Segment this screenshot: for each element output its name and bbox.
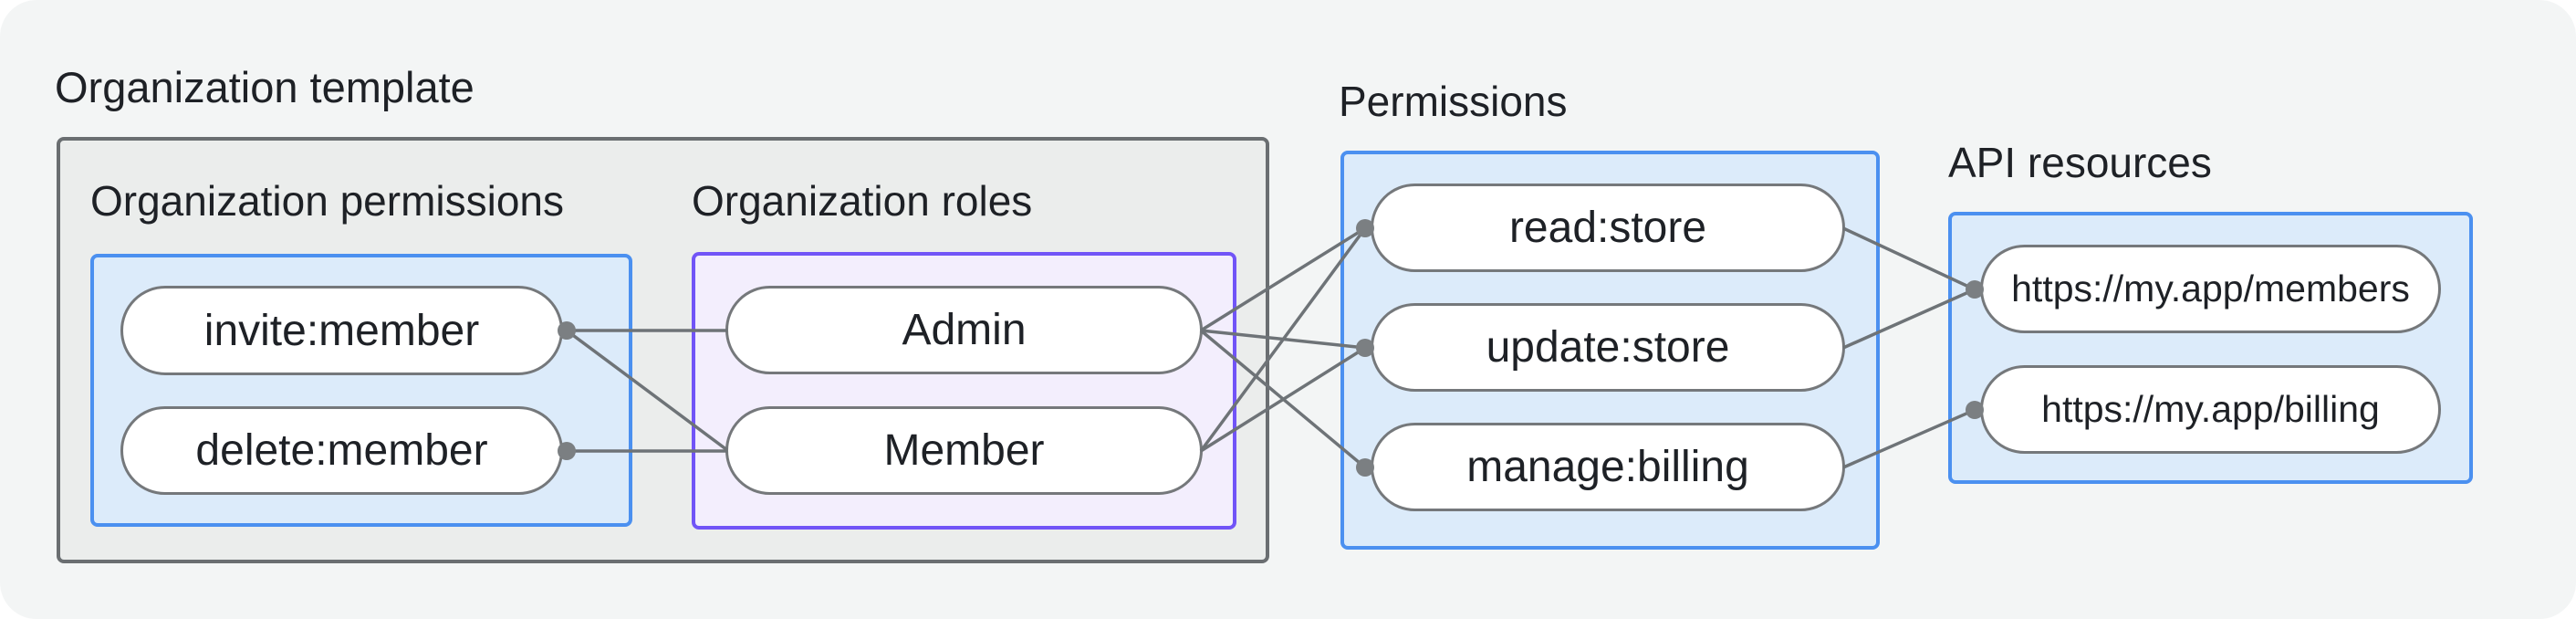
node-invite-member: invite:member <box>120 286 563 375</box>
node-update-store: update:store <box>1371 303 1845 392</box>
organization-permissions-label: Organization permissions <box>90 177 565 225</box>
node-member: Member <box>725 406 1203 495</box>
node-manage-billing: manage:billing <box>1371 423 1845 511</box>
organization-template-label: Organization template <box>55 63 475 111</box>
api-resources-label: API resources <box>1948 139 2212 186</box>
node-members-url: https://my.app/members <box>1980 245 2441 333</box>
node-admin: Admin <box>725 286 1203 374</box>
node-read-store: read:store <box>1371 184 1845 272</box>
organization-roles-label: Organization roles <box>692 177 1033 225</box>
node-delete-member: delete:member <box>120 406 563 495</box>
permissions-label: Permissions <box>1339 78 1568 125</box>
node-billing-url: https://my.app/billing <box>1980 365 2441 454</box>
